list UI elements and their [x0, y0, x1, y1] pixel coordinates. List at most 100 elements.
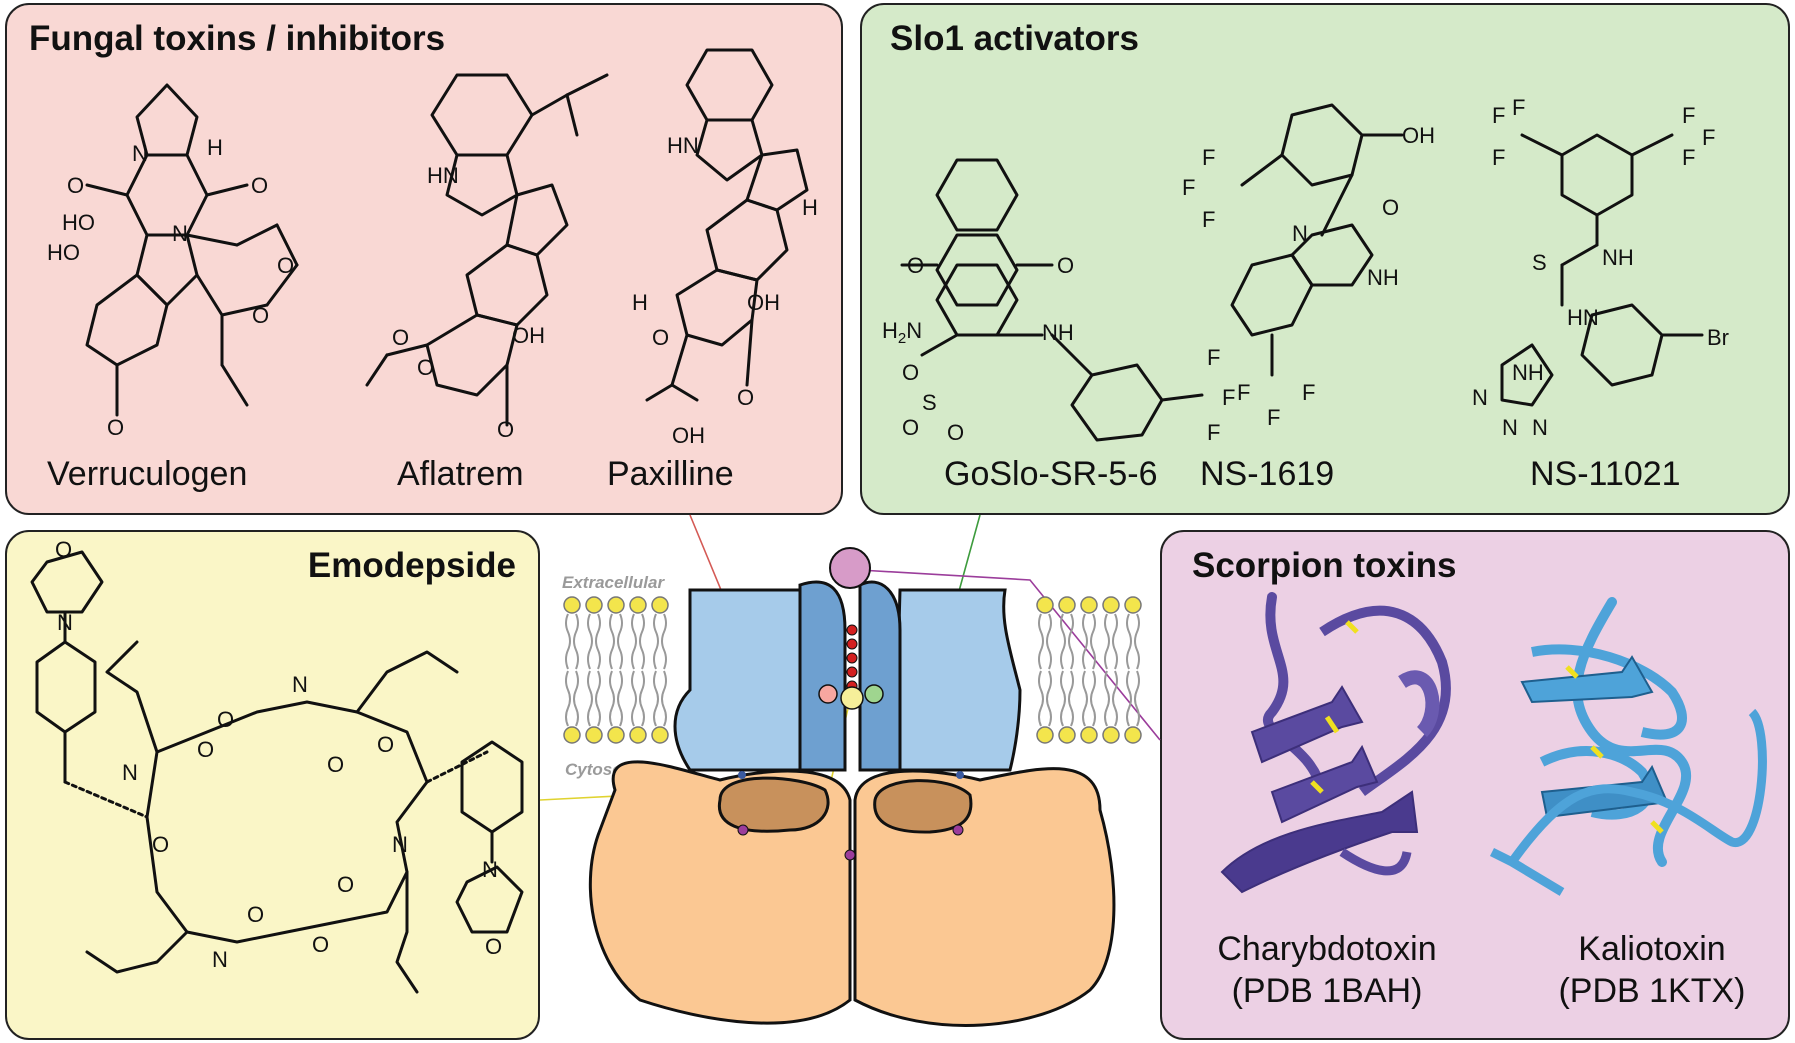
selectivity-filter: [846, 624, 858, 692]
lipid-tail: [1046, 670, 1052, 727]
svg-text:O: O: [392, 325, 409, 350]
svg-text:NH: NH: [1042, 320, 1074, 345]
kaliotoxin-ribbon: [1489, 597, 1767, 896]
connector-slo1: [879, 514, 981, 701]
lipid-tail: [1112, 613, 1118, 670]
svg-text:F: F: [1207, 420, 1220, 445]
svg-text:HN: HN: [427, 163, 459, 188]
svg-text:OH: OH: [672, 423, 705, 448]
fungal-toxins-panel: Fungal toxins / inhibitors Verruculogen …: [5, 3, 843, 515]
svg-text:H: H: [632, 290, 648, 315]
cytosolic-domain-right: [853, 767, 1116, 1027]
lipid-tail: [1068, 670, 1074, 727]
svg-text:N: N: [1472, 385, 1488, 410]
slo1-activators-panel: Slo1 activators GoSlo-SR-5-6 NS-1619 NS-…: [860, 3, 1790, 515]
lipid-tail: [1134, 670, 1140, 727]
ns11021-structure: F F F F F F S NH HN NH N N N Br: [1472, 95, 1729, 440]
svg-text:O: O: [152, 832, 169, 857]
lipid-tail: [1082, 670, 1088, 727]
svg-text:O: O: [55, 537, 72, 562]
lipid-tail: [1090, 613, 1096, 670]
lipid-tail: [639, 670, 645, 727]
svg-text:O: O: [247, 902, 264, 927]
emodepside-panel: Emodepside O N N O O N O O N O O N O O N…: [5, 530, 540, 1040]
lipid-head: [585, 726, 603, 744]
emodepside-site: [840, 686, 864, 710]
linker-dot-right: [956, 771, 964, 779]
pore-helix-left: [798, 580, 847, 772]
lipid-tail: [631, 670, 637, 727]
label-kaliotoxin: Kaliotoxin (PDB 1KTX): [1527, 928, 1777, 1012]
lipid-tail: [653, 613, 659, 670]
emodepside-structure: O N N O O N O O N O O N O O N O: [30, 537, 524, 994]
ca-site-left: [737, 824, 749, 836]
connector-scorpion: [859, 569, 1161, 741]
svg-text:N: N: [1502, 415, 1518, 440]
svg-text:F: F: [1492, 103, 1505, 128]
lipid-tail: [565, 613, 571, 670]
charybdotoxin-ribbon: [1220, 592, 1451, 894]
svg-text:N: N: [172, 221, 188, 246]
label-charybdotoxin: Charybdotoxin (PDB 1BAH): [1192, 928, 1462, 1012]
svg-text:H: H: [207, 135, 223, 160]
svg-text:N: N: [1532, 415, 1548, 440]
lipid-head: [1036, 596, 1054, 614]
lipid-bilayer: [563, 596, 1142, 744]
lipid-tail: [1104, 613, 1110, 670]
svg-text:O: O: [497, 417, 514, 442]
lipid-tail: [595, 670, 601, 727]
connector-emodepside: [539, 699, 851, 801]
svg-text:F: F: [1302, 380, 1315, 405]
svg-text:N: N: [392, 832, 408, 857]
panel-title-emodepside: Emodepside: [307, 546, 516, 585]
lipid-head: [1124, 726, 1142, 744]
scorpion-toxins-panel: Scorpion toxins Charybdotoxin (PDB 1BAH)…: [1160, 530, 1790, 1040]
tm-domain-right: [893, 588, 1022, 772]
lipid-tail: [587, 670, 593, 727]
verruculogen-structure: N N O O HO HO H O O O: [47, 83, 299, 440]
lipid-tail: [661, 613, 667, 670]
lipid-tail: [1134, 613, 1140, 670]
lipid-head: [585, 596, 603, 614]
svg-text:F: F: [1682, 145, 1695, 170]
svg-text:N: N: [57, 610, 73, 635]
slo1-activator-site: [864, 684, 884, 704]
svg-text:N: N: [132, 141, 148, 166]
svg-text:S: S: [1532, 250, 1547, 275]
svg-text:O: O: [67, 173, 84, 198]
svg-text:HN: HN: [1567, 305, 1599, 330]
svg-text:O: O: [337, 872, 354, 897]
rck-core-right: [873, 779, 973, 834]
toxin-structures: [1220, 592, 1767, 896]
svg-text:F: F: [1182, 175, 1195, 200]
svg-text:H: H: [802, 195, 818, 220]
lipid-head: [563, 726, 581, 744]
svg-text:F: F: [1267, 405, 1280, 430]
paxilline-structure: HN H OH H O O OH: [632, 48, 818, 448]
svg-text:O: O: [327, 752, 344, 777]
svg-text:O: O: [902, 415, 919, 440]
lipid-tail: [1060, 670, 1066, 727]
lipid-tail: [609, 613, 615, 670]
lipid-tail: [587, 613, 593, 670]
scorpion-toxin-site: [829, 547, 871, 589]
toxin-name-kaliotoxin: Kaliotoxin: [1578, 930, 1726, 968]
svg-text:N: N: [212, 947, 228, 972]
label-ns1619: NS-1619: [1200, 455, 1335, 493]
fungal-toxin-site: [818, 684, 838, 704]
svg-text:O: O: [217, 707, 234, 732]
lipid-head: [1102, 726, 1120, 744]
lipid-tail: [639, 613, 645, 670]
lipid-head: [651, 596, 669, 614]
svg-text:NH: NH: [1367, 265, 1399, 290]
membrane-left: [560, 598, 700, 738]
svg-text:F: F: [1222, 385, 1235, 410]
svg-text:O: O: [907, 253, 924, 278]
svg-text:O: O: [417, 355, 434, 380]
lipid-tail: [1068, 613, 1074, 670]
lipid-tail: [661, 670, 667, 727]
lipid-tail: [1126, 670, 1132, 727]
lipid-tail: [1126, 613, 1132, 670]
label-aflatrem: Aflatrem: [397, 455, 524, 493]
lipid-tail: [1090, 670, 1096, 727]
